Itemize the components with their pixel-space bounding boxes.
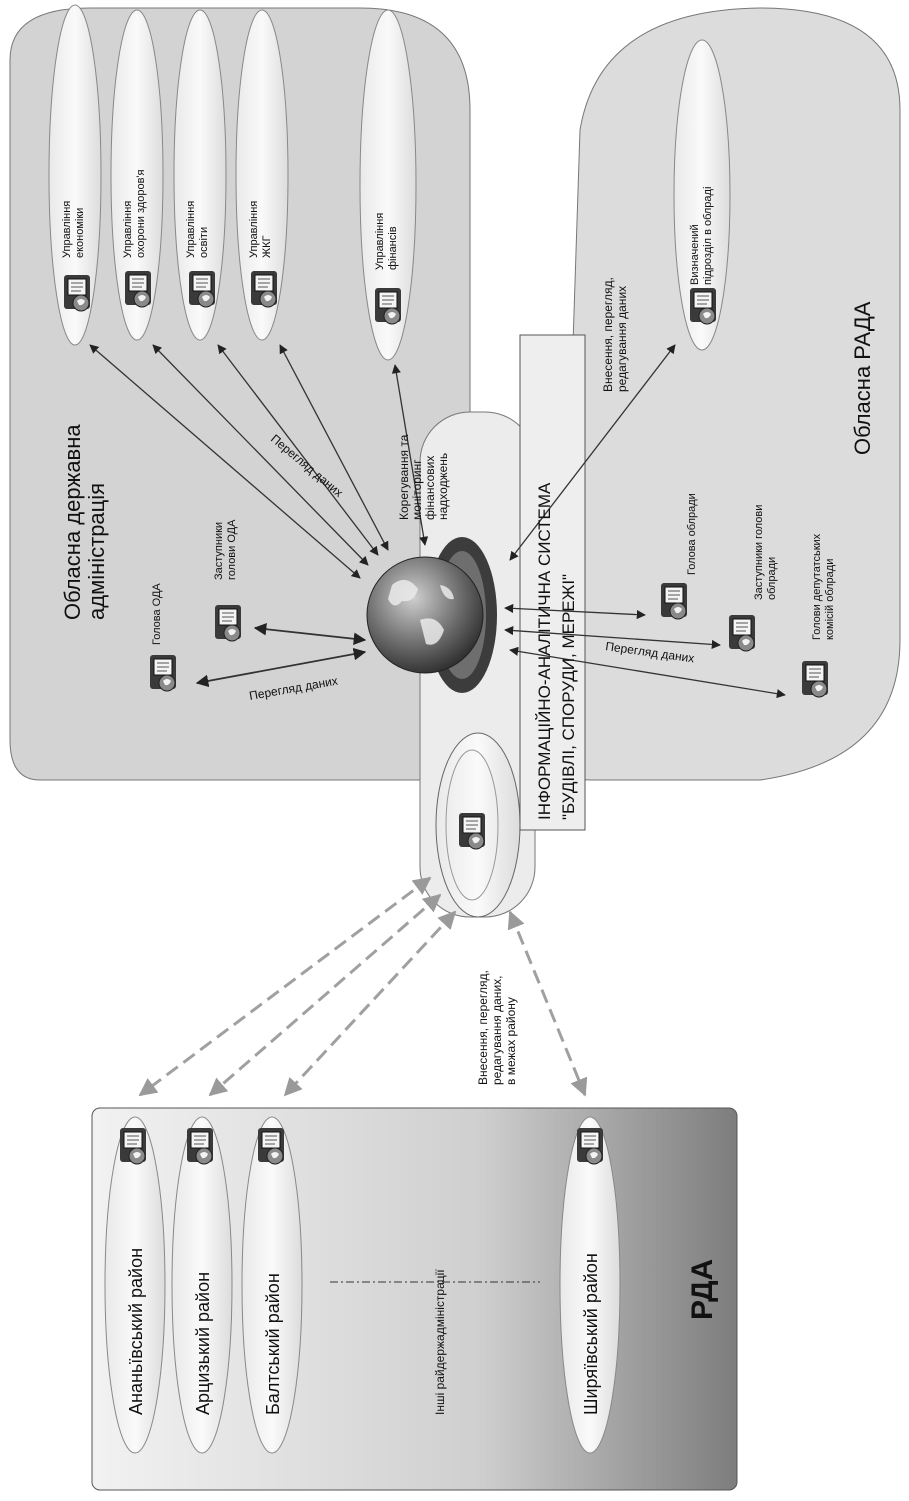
oda-title-line1: Обласна державна <box>60 424 85 620</box>
computer-icon <box>119 1127 147 1165</box>
finance-note: фінансових <box>423 456 437 520</box>
rda-district-label: Ананьївський район <box>126 1248 146 1415</box>
rda-region <box>91 1107 738 1491</box>
rada-unit-label: підрозділ в облраді <box>702 187 714 285</box>
rada-deputies-label: Заступники голови <box>753 505 765 600</box>
rda-entry-note: Внесення, перегляд, <box>476 970 490 1085</box>
computer-icon <box>257 1127 285 1165</box>
rada-title: Обласна РАДА <box>850 301 875 455</box>
oda-unit-label: ЖКГ <box>261 235 273 258</box>
finance-note: Корегування та <box>397 434 411 520</box>
finance-note: надходжень <box>436 453 450 520</box>
oda-head-label: Голова ОДА <box>151 583 163 645</box>
rda-district-label: Ширяївський район <box>581 1253 601 1415</box>
system-title-line1: ІНФОРМАЦІЙНО-АНАЛІТИЧНА СИСТЕМА <box>535 482 554 820</box>
computer-icon <box>660 582 688 620</box>
oda-unit-ovals <box>48 4 417 361</box>
oda-unit-label: Управління <box>61 201 73 258</box>
computer-icon <box>576 1127 604 1165</box>
oda-unit-label: Управління <box>185 201 197 258</box>
computer-icon <box>149 654 177 692</box>
rda-district-label: Балтський район <box>263 1273 283 1415</box>
computer-icon <box>186 1127 214 1165</box>
computer-icon <box>214 604 242 642</box>
rda-title: РДА <box>686 1259 719 1320</box>
computer-icon <box>689 287 717 325</box>
computer-icon <box>374 287 402 325</box>
rda-entry-note: редагування даних, <box>490 976 504 1085</box>
system-title-line2: "БУДІВЛІ, СПОРУДИ, МЕРЕЖІ" <box>559 574 578 820</box>
rada-region <box>559 7 901 781</box>
computer-icon <box>124 270 152 308</box>
oda-deputies-label: голови ОДА <box>226 519 238 580</box>
rada-deputies-label: облради <box>766 557 778 600</box>
oda-unit-label: освіти <box>198 227 210 258</box>
connection-arrows <box>89 344 786 699</box>
computer-icon <box>188 270 216 308</box>
oda-unit-label: фінансів <box>387 226 399 270</box>
dashed-arrows <box>138 876 588 1097</box>
computer-icon <box>458 812 486 850</box>
oda-unit-label: економіки <box>74 208 86 258</box>
oda-unit-label: Управління <box>122 201 134 258</box>
rda-others-label: Інші райдержадміністрації <box>433 1269 447 1415</box>
globe-icon <box>366 537 497 693</box>
computer-icon <box>801 660 829 698</box>
computer-icon <box>728 614 756 652</box>
computer-icon <box>250 270 278 308</box>
oda-unit-label: Управління <box>248 201 260 258</box>
rda-district-label: Арцизький район <box>193 1272 213 1415</box>
computer-icon <box>63 274 91 312</box>
rada-head-label: Голова облради <box>686 493 698 575</box>
rada-committees-label: комісій облради <box>824 559 836 640</box>
oda-unit-label: Управління <box>374 213 386 270</box>
rada-unit-label: Визначений <box>689 224 701 285</box>
rada-entry-note: Внесення, перегляд, <box>601 277 615 392</box>
oda-deputies-label: Заступники <box>213 522 225 580</box>
oda-unit-label: охорони здоров'я <box>135 169 147 258</box>
oda-title-line2: адміністрація <box>84 483 109 620</box>
rda-entry-note: в межах району <box>504 997 518 1085</box>
finance-note: моніторинг <box>410 459 424 520</box>
rada-committees-label: Голови депутатських <box>811 533 823 640</box>
rada-unit-oval <box>673 39 731 351</box>
rada-entry-note: редагування даних <box>615 286 629 392</box>
